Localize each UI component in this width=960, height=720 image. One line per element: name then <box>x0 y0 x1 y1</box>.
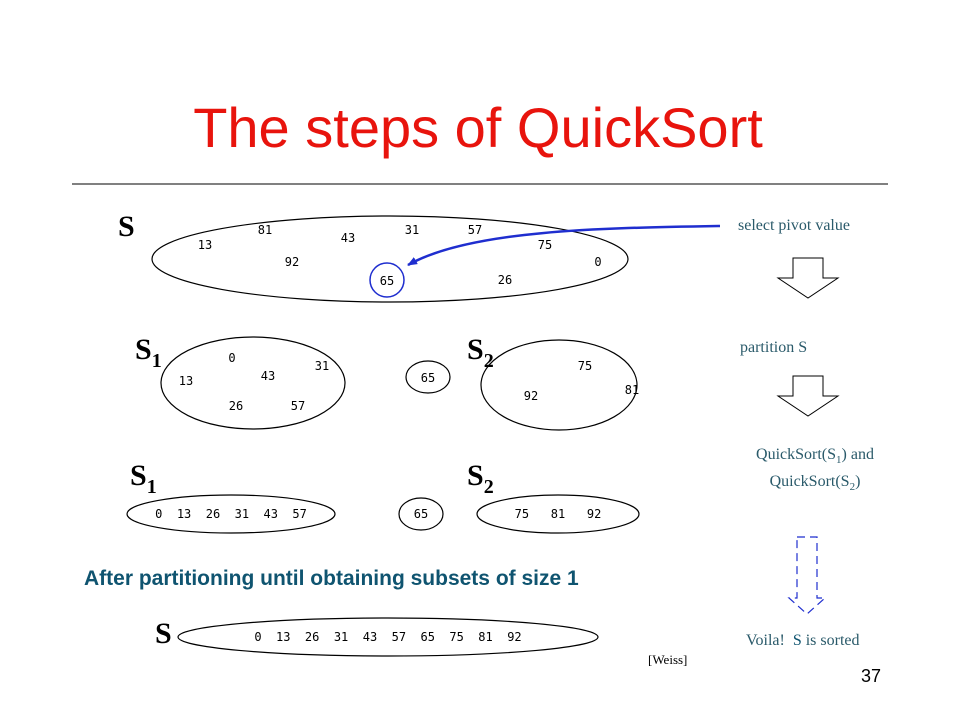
pivot-value: 65 <box>421 371 435 385</box>
set-s2-value: 75 <box>578 359 592 373</box>
set-s-values: 13 81 92 43 31 57 75 0 26 <box>198 223 602 287</box>
pivot-ellipse-step2 <box>405 360 451 394</box>
dashed-down-arrow-icon <box>787 536 827 615</box>
final-s-ellipse <box>177 617 599 657</box>
subtitle-after-partitioning: After partitioning until obtaining subse… <box>84 567 579 590</box>
set-s-value: 26 <box>498 273 512 287</box>
down-arrow-icon <box>776 375 840 417</box>
set-s1-label: S1 <box>130 459 157 498</box>
note-voila: Voila! S is sorted <box>746 632 860 649</box>
set-s1-label: S1 <box>135 333 162 372</box>
set-s1-value: 26 <box>229 399 243 413</box>
note-quicksort-s2: QuickSort(S2) <box>770 473 861 493</box>
set-s-value: 75 <box>538 238 552 252</box>
sorted-s2-ellipse <box>476 494 640 534</box>
set-s-value: 43 <box>341 231 355 245</box>
note-partition: partition S <box>740 339 807 356</box>
set-s1-value: 13 <box>179 374 193 388</box>
pivot-circle <box>369 262 405 298</box>
set-s-label: S <box>118 210 135 243</box>
down-arrow-icon <box>776 257 840 299</box>
set-s1-value: 43 <box>261 369 275 383</box>
set-s-value: 92 <box>285 255 299 269</box>
set-s2-value: 92 <box>524 389 538 403</box>
set-s-ellipse <box>151 215 629 303</box>
set-s1-value: 31 <box>315 359 329 373</box>
set-s2-ellipse <box>480 339 638 431</box>
set-s1-ellipse <box>160 336 346 430</box>
set-s2-values: 75 92 81 <box>524 359 639 403</box>
sorted-s2-values: 75 81 92 <box>515 507 602 521</box>
pivot-value: 65 <box>380 274 394 288</box>
final-sorted-values: 0 13 26 31 43 57 65 75 81 92 <box>254 630 521 644</box>
page-title: The steps of QuickSort <box>193 96 763 159</box>
set-s-value: 57 <box>468 223 482 237</box>
set-s-value: 13 <box>198 238 212 252</box>
citation: [Weiss] <box>648 652 687 667</box>
set-s2-value: 81 <box>625 383 639 397</box>
sorted-s1-values: 0 13 26 31 43 57 <box>155 507 307 521</box>
set-s1-value: 0 <box>228 351 235 365</box>
pivot-ellipse-step3 <box>398 497 444 531</box>
note-quicksort-s1: QuickSort(S1) and <box>756 446 874 466</box>
set-s-value: 0 <box>594 255 601 269</box>
set-s1-values: 0 13 43 31 26 57 <box>179 351 329 413</box>
sorted-s1-ellipse <box>126 494 336 534</box>
final-s-label: S <box>155 617 172 650</box>
note-select-pivot: select pivot value <box>738 217 850 234</box>
page-number: 37 <box>861 666 881 686</box>
pivot-arrow <box>407 224 721 267</box>
set-s-value: 31 <box>405 223 419 237</box>
pivot-value: 65 <box>414 507 428 521</box>
set-s-value: 81 <box>258 223 272 237</box>
set-s1-value: 57 <box>291 399 305 413</box>
set-s2-label: S2 <box>467 333 494 372</box>
set-s2-label: S2 <box>467 459 494 498</box>
